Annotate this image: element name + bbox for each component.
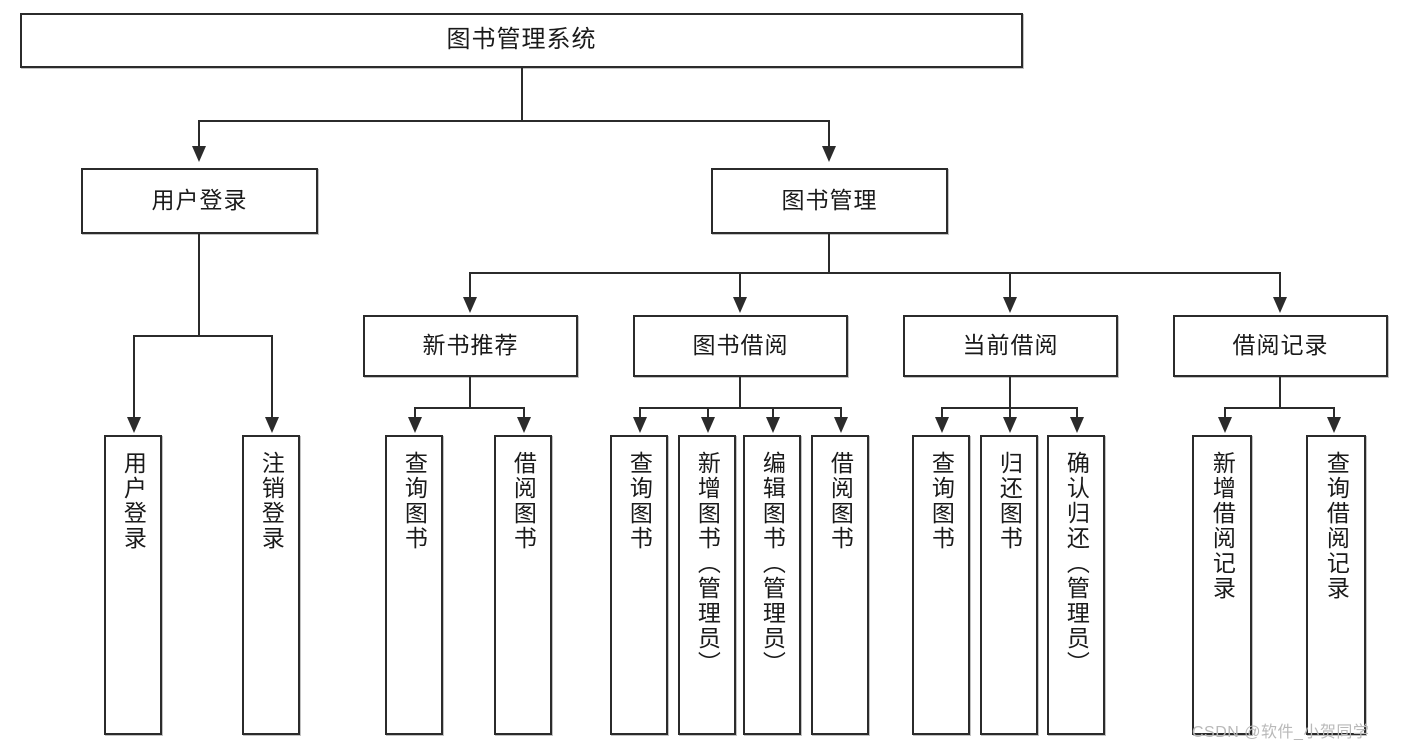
connector-root-stem: [521, 68, 523, 120]
arrow-to-leaf-user-login: [127, 417, 141, 433]
leaf-borrow-book-2[interactable]: 借阅图书: [811, 435, 869, 735]
arrow-to-leaf-query-record: [1327, 417, 1341, 433]
arrow-to-leaf-edit-book: [766, 417, 780, 433]
leaf-return-book[interactable]: 归还图书: [980, 435, 1038, 735]
connector-new-book-rec-drop-1: [414, 407, 416, 419]
connector-borrow-record-drop-2: [1333, 407, 1335, 419]
leaf-label: 新增借阅记录: [1209, 451, 1236, 601]
node-root-system[interactable]: 图书管理系统: [20, 13, 1023, 68]
leaf-label: 查询图书: [401, 451, 428, 551]
arrow-to-leaf-add-record: [1218, 417, 1232, 433]
leaf-label: 查询图书: [626, 451, 653, 551]
leaf-logout[interactable]: 注销登录: [242, 435, 300, 735]
leaf-label: 注销登录: [258, 451, 285, 551]
arrow-to-leaf-logout: [265, 417, 279, 433]
leaf-label: 归还图书: [996, 451, 1023, 551]
connector-borrow-record-stem: [1279, 377, 1281, 407]
connector-level3-bar: [469, 272, 1281, 274]
connector-new-book-rec-stem: [469, 377, 471, 407]
leaf-user-login[interactable]: 用户登录: [104, 435, 162, 735]
leaf-confirm-return[interactable]: 确认归还（管理员）: [1047, 435, 1105, 735]
arrow-to-user-login: [192, 146, 206, 162]
node-label: 用户登录: [151, 187, 248, 214]
node-label: 图书借阅: [692, 332, 789, 359]
node-borrow-record[interactable]: 借阅记录: [1173, 315, 1388, 377]
connector-book-borrow-drop-3: [772, 407, 774, 419]
connector-current-borrow-drop-2: [1009, 407, 1011, 419]
connector-level3-drop-2: [739, 272, 741, 299]
arrow-to-leaf-query-book-1: [408, 417, 422, 433]
node-book-borrow[interactable]: 图书借阅: [633, 315, 848, 377]
arrow-to-current-borrow: [1003, 297, 1017, 313]
connector-book-borrow-bar: [639, 407, 842, 409]
leaf-add-record[interactable]: 新增借阅记录: [1192, 435, 1252, 735]
leaf-query-book-2[interactable]: 查询图书: [610, 435, 668, 735]
arrow-to-leaf-query-book-3: [935, 417, 949, 433]
node-new-book-rec[interactable]: 新书推荐: [363, 315, 578, 377]
leaf-label: 编辑图书（管理员）: [759, 451, 786, 676]
connector-level2-drop-left: [198, 120, 200, 148]
leaf-label: 借阅图书: [510, 451, 537, 551]
node-label: 图书管理系统: [446, 26, 597, 54]
node-book-manage[interactable]: 图书管理: [711, 168, 948, 234]
connector-level3-drop-4: [1279, 272, 1281, 299]
node-label: 新书推荐: [422, 332, 519, 359]
connector-user-login-stem: [198, 234, 200, 335]
arrow-to-leaf-return-book: [1003, 417, 1017, 433]
arrow-to-new-book-rec: [463, 297, 477, 313]
connector-current-borrow-drop-3: [1076, 407, 1078, 419]
connector-book-borrow-drop-4: [840, 407, 842, 419]
leaf-query-book-3[interactable]: 查询图书: [912, 435, 970, 735]
arrow-to-leaf-borrow-book-1: [517, 417, 531, 433]
leaf-borrow-book-1[interactable]: 借阅图书: [494, 435, 552, 735]
leaf-query-book-1[interactable]: 查询图书: [385, 435, 443, 735]
node-label: 借阅记录: [1232, 332, 1329, 359]
connector-book-manage-stem: [828, 234, 830, 272]
node-label: 图书管理: [781, 187, 878, 214]
leaf-label: 查询借阅记录: [1323, 451, 1350, 601]
leaf-label: 借阅图书: [827, 451, 854, 551]
csdn-watermark: CSDN @软件_小贺同学: [1192, 724, 1370, 741]
connector-book-borrow-drop-2: [707, 407, 709, 419]
node-user-login[interactable]: 用户登录: [81, 168, 318, 234]
arrow-to-borrow-record: [1273, 297, 1287, 313]
connector-book-borrow-stem: [739, 377, 741, 407]
node-current-borrow[interactable]: 当前借阅: [903, 315, 1118, 377]
arrow-to-book-manage: [822, 146, 836, 162]
connector-new-book-rec-drop-2: [523, 407, 525, 419]
leaf-label: 新增图书（管理员）: [694, 451, 721, 676]
leaf-label: 确认归还（管理员）: [1063, 451, 1090, 676]
arrow-to-leaf-borrow-book-2: [834, 417, 848, 433]
node-label: 当前借阅: [962, 332, 1059, 359]
connector-borrow-record-bar: [1224, 407, 1335, 409]
arrow-to-leaf-confirm-return: [1070, 417, 1084, 433]
connector-level3-drop-1: [469, 272, 471, 299]
connector-user-login-bar: [133, 335, 272, 337]
leaf-edit-book[interactable]: 编辑图书（管理员）: [743, 435, 801, 735]
leaf-add-book[interactable]: 新增图书（管理员）: [678, 435, 736, 735]
connector-user-login-drop-1: [133, 335, 135, 419]
connector-level2-bar: [198, 120, 830, 122]
leaf-label: 用户登录: [120, 451, 147, 551]
connector-level3-drop-3: [1009, 272, 1011, 299]
connector-user-login-drop-2: [271, 335, 273, 419]
arrow-to-leaf-query-book-2: [633, 417, 647, 433]
connector-borrow-record-drop-1: [1224, 407, 1226, 419]
connector-new-book-rec-bar: [414, 407, 525, 409]
connector-book-borrow-drop-1: [639, 407, 641, 419]
connector-level2-drop-right: [828, 120, 830, 148]
leaf-label: 查询图书: [928, 451, 955, 551]
arrow-to-book-borrow: [733, 297, 747, 313]
connector-current-borrow-stem: [1009, 377, 1011, 407]
leaf-query-record[interactable]: 查询借阅记录: [1306, 435, 1366, 735]
connector-current-borrow-drop-1: [941, 407, 943, 419]
arrow-to-leaf-add-book: [701, 417, 715, 433]
